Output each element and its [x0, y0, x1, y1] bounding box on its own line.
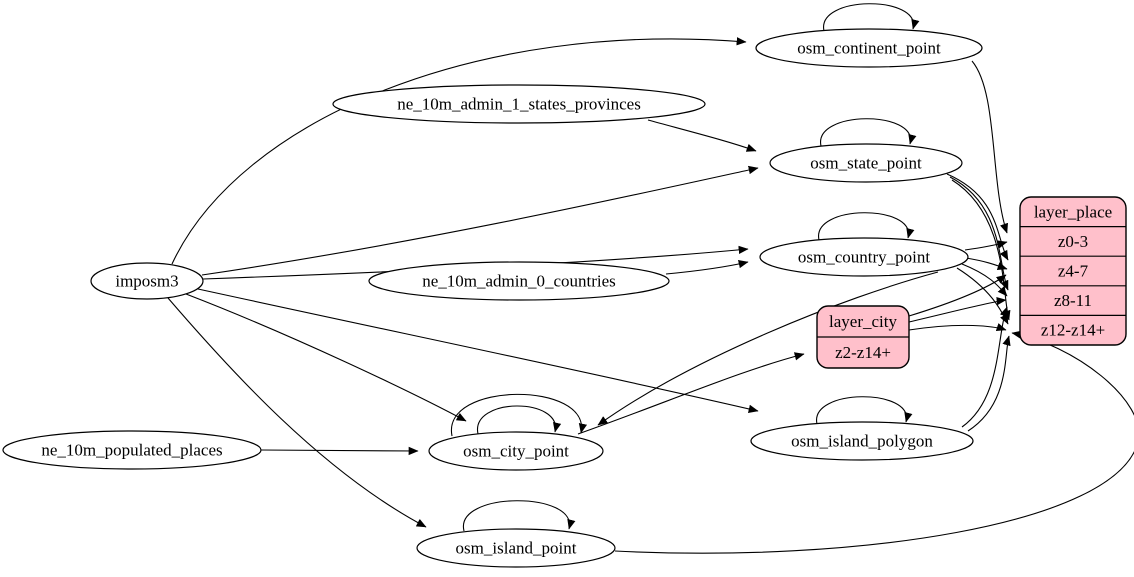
edge-osm_city_point-to-layer_city — [577, 352, 805, 435]
edge-imposm3-to-osm_continent_point — [171, 37, 747, 265]
edge-osm_island_point-to-layer_place — [614, 330, 1134, 554]
node-ne_10m_admin_1_states_provinces — [332, 84, 706, 124]
edge-osm_country_point-to-layer_place — [956, 267, 1009, 325]
node-layer_place-row-1: z0-3 — [1058, 232, 1088, 251]
edge-imposm3-to-osm_island_polygon — [197, 288, 759, 413]
node-layer_city-row-0: layer_city — [829, 312, 897, 331]
edge-osm_state_point-to-layer_place — [946, 173, 1009, 261]
node-layer_place — [1019, 196, 1127, 346]
self-loop-osm_continent_point — [823, 3, 920, 32]
node-ne_10m_admin_0_countries — [368, 261, 670, 301]
node-label-osm_island_polygon: osm_island_polygon — [791, 432, 933, 451]
node-layer_place-row-4: z12-z14+ — [1041, 321, 1105, 340]
node-osm_island_polygon — [750, 421, 974, 461]
edge-imposm3-to-osm_city_point — [185, 293, 467, 422]
node-osm_country_point — [759, 237, 969, 277]
self-loop-osm_city_point — [451, 393, 588, 437]
node-ne_10m_populated_places — [2, 430, 262, 470]
node-label-imposm3: imposm3 — [115, 272, 178, 291]
node-label-osm_city_point: osm_city_point — [463, 442, 569, 461]
edge-osm_country_point-to-layer_place — [961, 263, 1008, 297]
node-label-osm_continent_point: osm_continent_point — [797, 39, 941, 58]
edges-layer — [167, 3, 1134, 554]
node-layer_place-row-0: layer_place — [1034, 202, 1112, 221]
node-label-osm_country_point: osm_country_point — [798, 248, 930, 267]
edge-osm_continent_point-to-layer_place — [971, 60, 1009, 234]
node-label-osm_island_point: osm_island_point — [456, 539, 577, 558]
edge-layer_city-to-layer_place — [908, 297, 1007, 323]
edge-osm_country_point-to-osm_city_point — [597, 271, 939, 426]
self-loop-osm_country_point — [818, 212, 915, 241]
node-osm_state_point — [769, 143, 963, 183]
node-layer_place-row-2: z4-7 — [1058, 262, 1089, 281]
node-label-ne_10m_admin_0_countries: ne_10m_admin_0_countries — [422, 272, 616, 291]
node-osm_continent_point — [755, 28, 983, 68]
node-osm_island_point — [416, 528, 616, 568]
edge-layer_city-to-layer_place — [908, 323, 1007, 332]
edge-osm_country_point-to-layer_place — [964, 240, 1008, 251]
self-loop-osm_island_polygon — [816, 396, 913, 425]
edge-osm_state_point-to-layer_place — [949, 176, 1009, 291]
edge-layer_city-to-layer_place — [908, 274, 1007, 317]
edge-imposm3-to-osm_island_point — [167, 297, 427, 528]
node-label-osm_state_point: osm_state_point — [810, 154, 922, 173]
edge-osm_island_polygon-to-layer_place — [961, 306, 1008, 428]
edge-osm_country_point-to-layer_place — [965, 257, 1008, 271]
self-loop-osm_city_point — [477, 405, 562, 435]
nodes-layer: imposm3 ne_10m_admin_1_states_provincesne… — [2, 28, 1127, 568]
edge-ne_10m_admin_1_states_provinces-to-osm_state_point — [647, 119, 757, 152]
self-loop-osm_island_point — [463, 500, 576, 532]
node-label-ne_10m_populated_places: ne_10m_populated_places — [41, 441, 222, 460]
node-layer_place-row-3: z8-11 — [1054, 291, 1092, 310]
edge-imposm3-to-osm_state_point — [201, 165, 759, 276]
edge-ne_10m_admin_0_countries-to-osm_country_point — [665, 259, 749, 275]
node-layer_city-row-1: z2-z14+ — [835, 343, 891, 362]
edge-ne_10m_populated_places-to-osm_city_point — [260, 446, 419, 456]
node-label-ne_10m_admin_1_states_provinces: ne_10m_admin_1_states_provinces — [397, 95, 641, 114]
edge-osm_island_polygon-to-layer_place — [967, 335, 1011, 432]
node-imposm3 — [90, 262, 204, 300]
self-loop-osm_state_point — [820, 118, 917, 147]
node-osm_city_point — [428, 431, 604, 471]
